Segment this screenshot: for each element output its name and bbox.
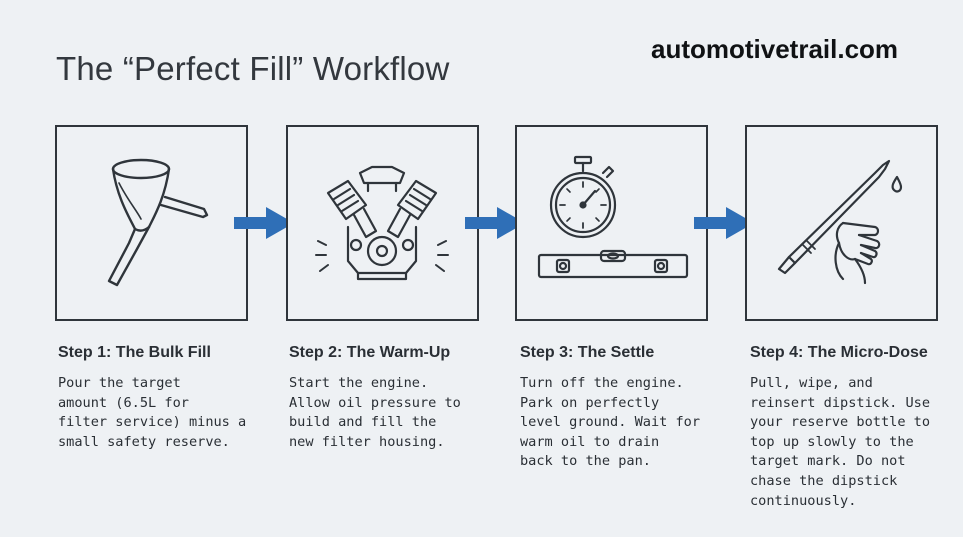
funnel-icon	[107, 158, 209, 287]
site-name: automotivetrail.com	[651, 34, 899, 64]
step-2-title: Step 2: The Warm-Up	[289, 344, 451, 361]
step-3-title: Step 3: The Settle	[520, 344, 655, 361]
step-2-box	[286, 125, 479, 321]
step-1-description: Pour the target amount (6.5L for filter …	[58, 375, 247, 450]
arrow-right-icon	[465, 207, 525, 239]
step-3-description: Turn off the engine. Park on perfectly l…	[520, 375, 701, 470]
arrow-right-icon	[694, 207, 754, 239]
arrow-right-icon	[234, 207, 294, 239]
step-4-description: Pull, wipe, and reinsert dipstick. Use y…	[750, 375, 931, 509]
step-1-box	[55, 125, 248, 321]
step-3-box	[515, 125, 708, 321]
step-4-title: Step 4: The Micro-Dose	[750, 344, 928, 361]
dipstick-hand-icon	[777, 159, 903, 285]
step-4-box	[745, 125, 938, 321]
step-2-description: Start the engine. Allow oil pressure to …	[289, 375, 461, 450]
step-1-title: Step 1: The Bulk Fill	[58, 344, 211, 361]
page-title: The “Perfect Fill” Workflow	[56, 50, 450, 87]
engine-icon	[315, 165, 449, 281]
stopwatch-level-icon	[537, 155, 689, 279]
